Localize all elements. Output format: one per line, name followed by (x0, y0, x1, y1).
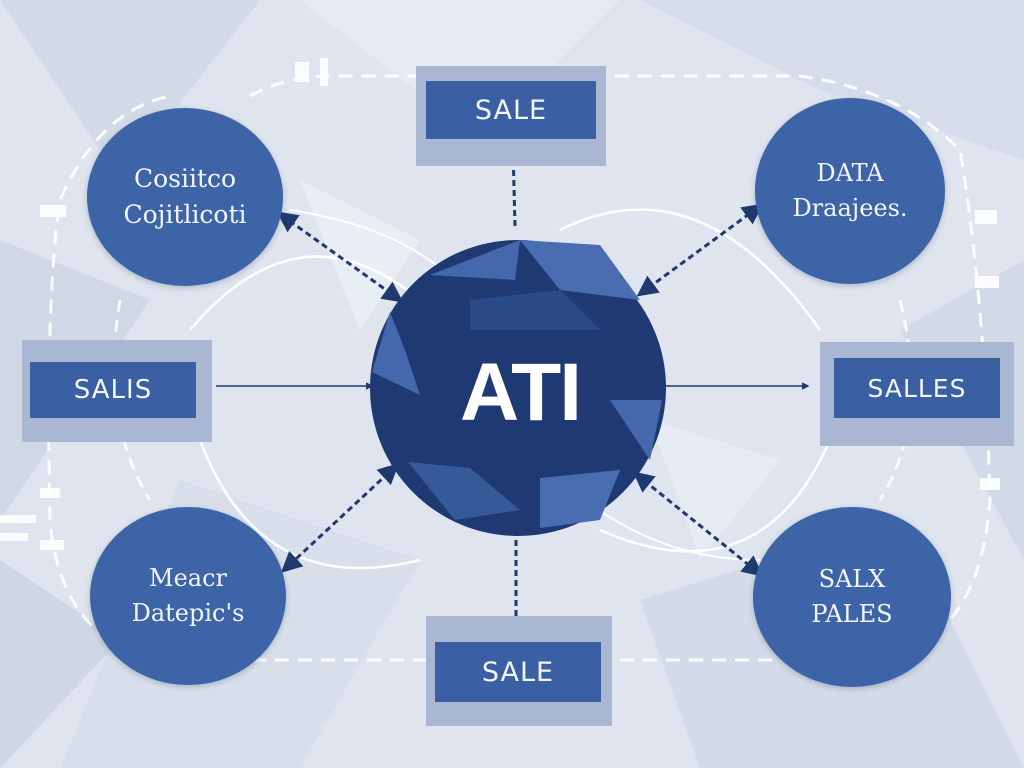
hub-sphere (370, 240, 666, 536)
hub-label: ATI (459, 347, 582, 438)
node-bottom-right-line1: SALX (818, 565, 886, 594)
arrow-hub-to-top-right (636, 203, 764, 297)
box-top: SALE (426, 81, 596, 139)
node-bottom-right-line2: PALES (811, 600, 893, 628)
box-left: SALIS (30, 362, 196, 418)
arrow-hub-to-bottom-right (632, 471, 764, 577)
node-top-right: DATA Draajees. (755, 98, 945, 284)
decorative-connectors (0, 58, 1000, 550)
node-bottom-left-line2: Datepic's (131, 599, 245, 627)
node-bottom-left: Meacr Datepic's (90, 507, 286, 685)
box-right: SALLES (834, 358, 1000, 418)
node-top-left-line2: Cojitlicoti (123, 200, 247, 229)
node-top-right-line1: DATA (816, 159, 884, 188)
box-bottom: SALE (435, 642, 601, 702)
arrow-hub-to-top-left (276, 211, 404, 303)
node-top-left: Cosiitco Cojitlicoti (87, 108, 283, 286)
node-bottom-right: SALX PALES (753, 507, 951, 687)
arrow-hub-to-bottom-left (280, 463, 400, 573)
node-top-right-line2: Draajees. (792, 194, 908, 222)
node-bottom-left-line1: Meacr (149, 564, 227, 593)
node-top-left-line1: Cosiitco (133, 163, 237, 193)
